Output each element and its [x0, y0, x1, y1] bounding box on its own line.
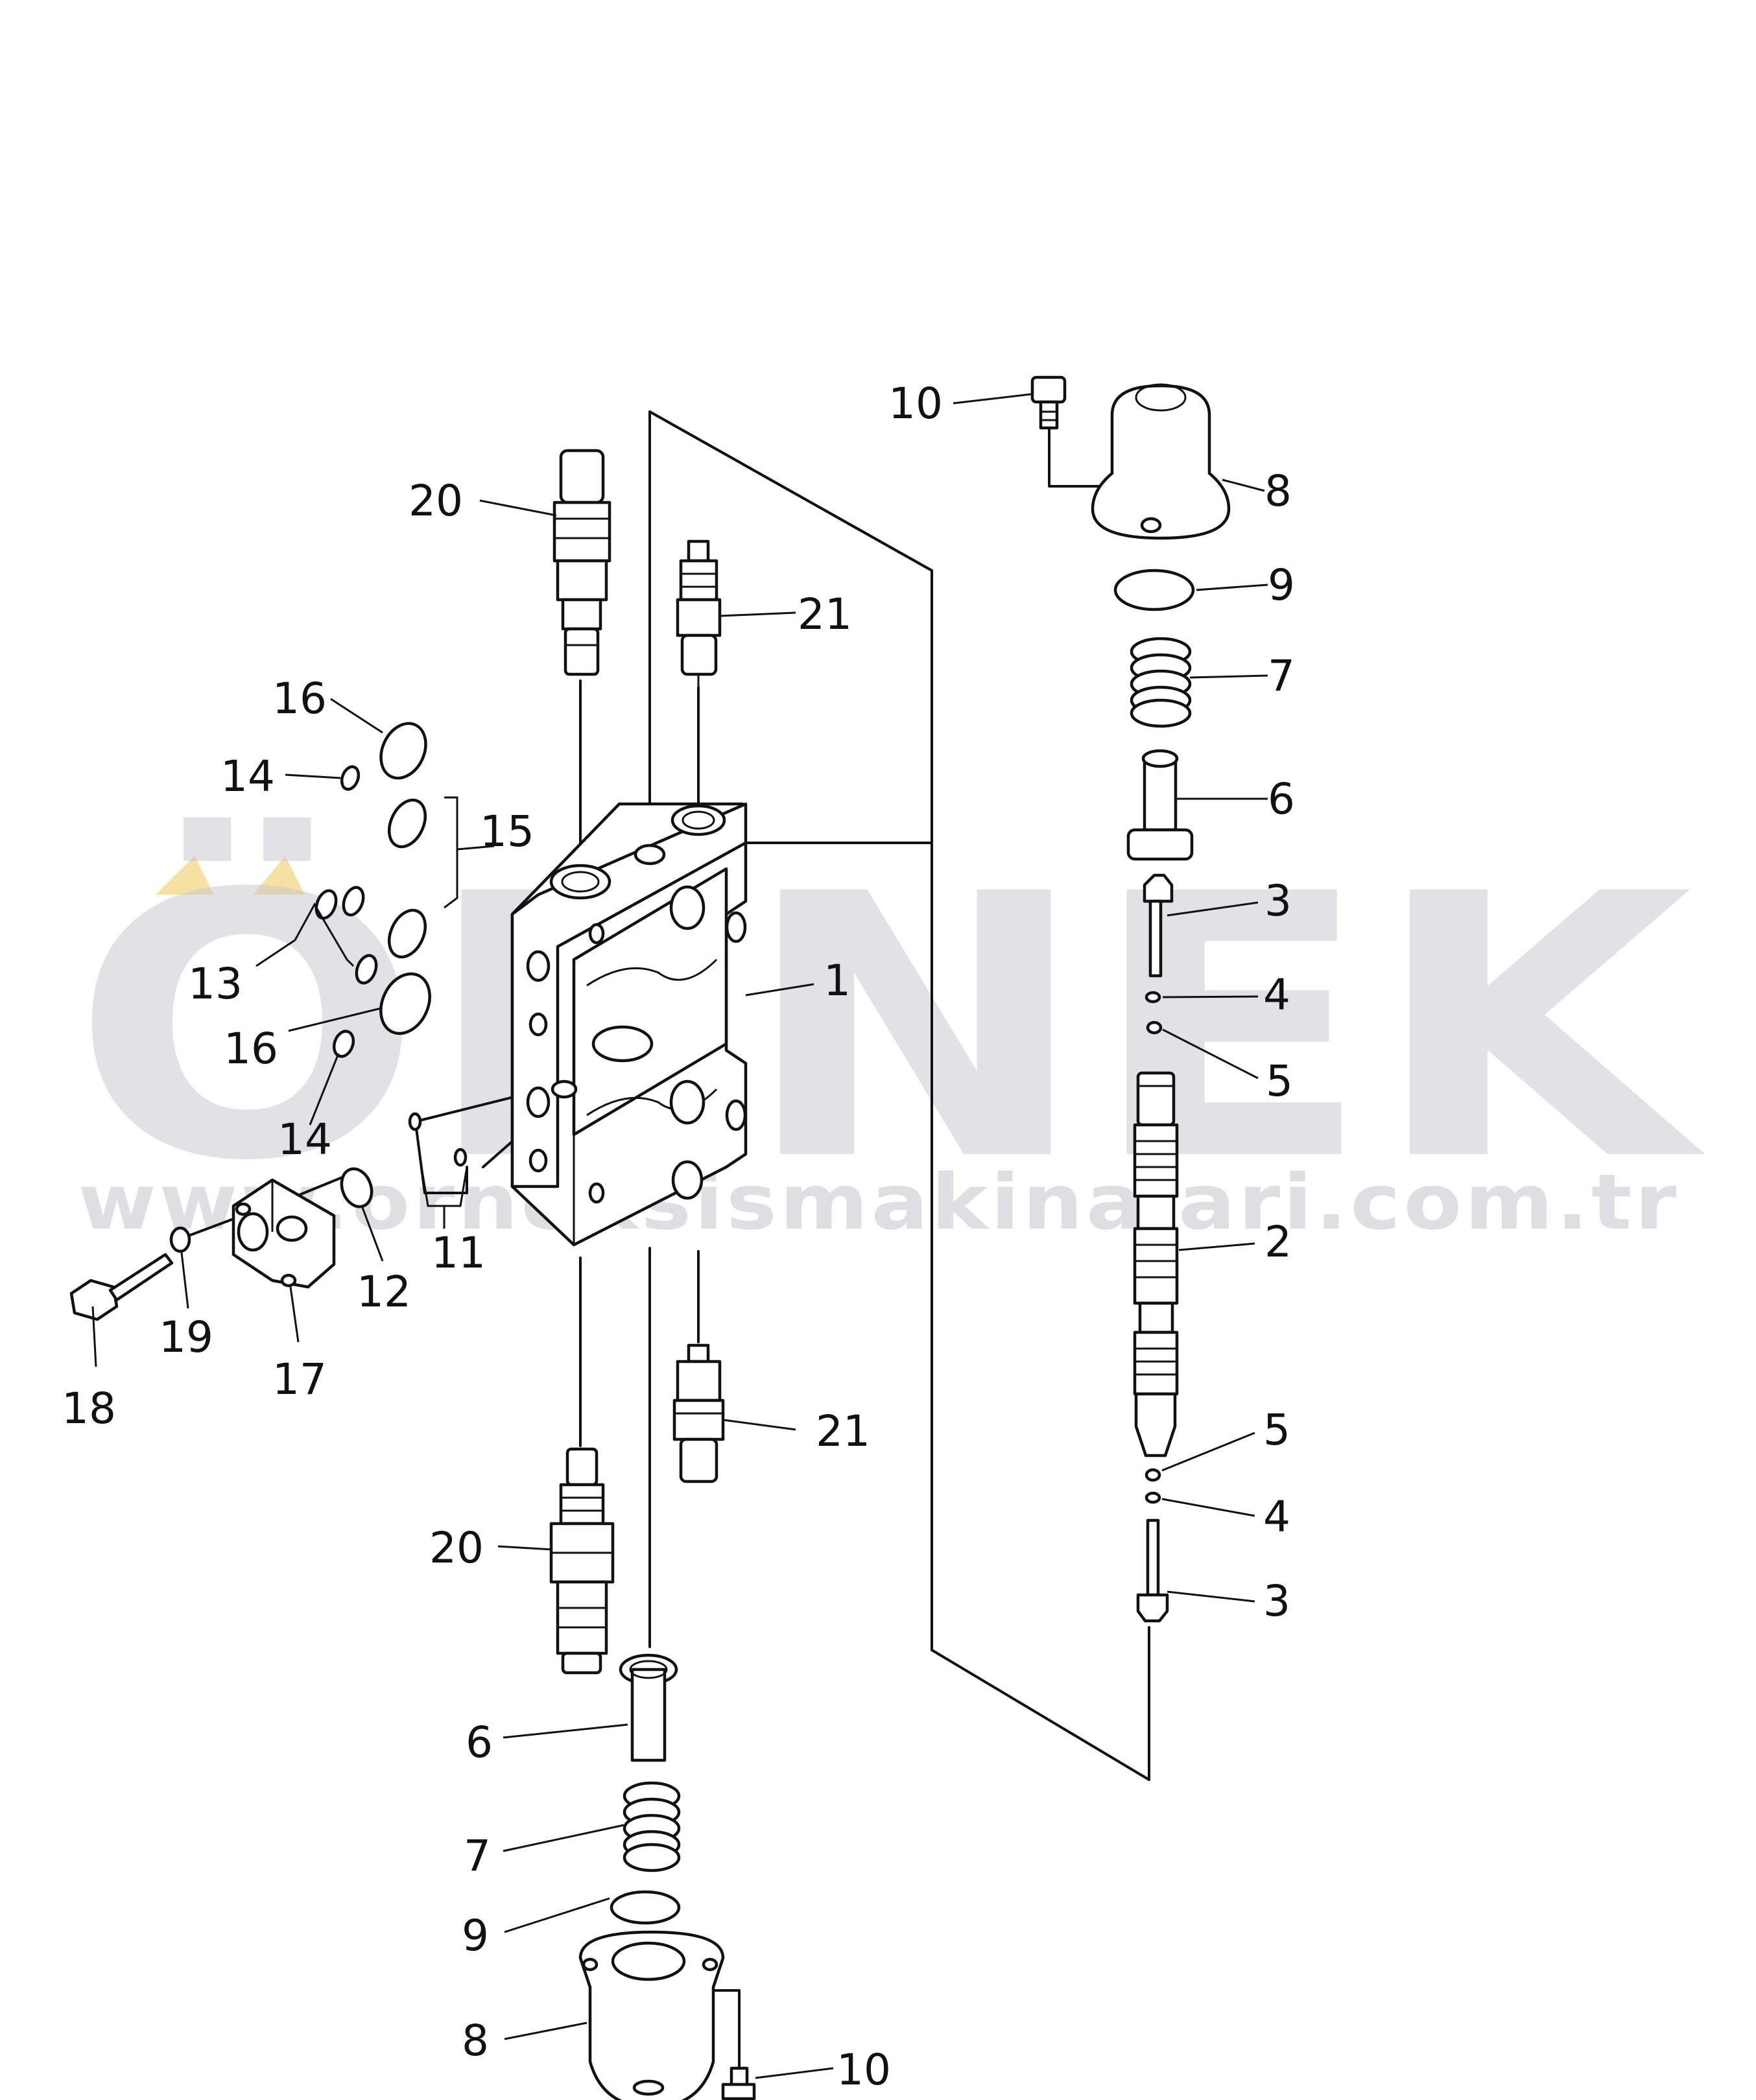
bottom-stack	[578, 1653, 756, 2100]
watermark-accent-right	[253, 856, 305, 895]
label-3-top: 3	[1264, 876, 1292, 926]
label-21-top: 21	[798, 589, 852, 639]
label-9-bottom: 9	[462, 1911, 489, 1961]
watermark: ÖRNEK www.orneksismakinalari.com.tr	[71, 814, 1708, 1247]
label-2: 2	[1264, 1217, 1292, 1267]
label-7-bottom: 7	[464, 1831, 491, 1881]
top-right-stack	[1030, 375, 1231, 861]
spool-column	[1133, 873, 1179, 1623]
label-6-top: 6	[1268, 774, 1295, 824]
label-12: 12	[357, 1267, 411, 1317]
valve-21-bottom	[672, 1343, 725, 1483]
label-20-bottom: 20	[429, 1523, 484, 1573]
label-10-top: 10	[888, 379, 943, 429]
label-21-bottom: 21	[816, 1406, 870, 1456]
valve-21-top	[676, 539, 722, 686]
label-8-bottom: 8	[462, 2016, 489, 2066]
label-20-top: 20	[409, 476, 463, 526]
label-16-bottom: 16	[224, 1024, 278, 1074]
relief-valve-20-top	[552, 449, 611, 676]
label-19: 19	[159, 1312, 213, 1362]
label-6-bottom: 6	[466, 1717, 493, 1767]
label-18: 18	[62, 1384, 116, 1433]
label-9-top: 9	[1268, 560, 1295, 610]
label-11: 11	[431, 1228, 486, 1278]
valve-body	[510, 802, 748, 1247]
label-16-top: 16	[272, 674, 327, 724]
label-5-top: 5	[1266, 1056, 1293, 1106]
label-15: 15	[480, 807, 534, 856]
label-3-bottom: 3	[1263, 1576, 1290, 1626]
label-14-top: 14	[220, 751, 275, 801]
label-4-top: 4	[1263, 970, 1290, 1020]
label-17: 17	[272, 1354, 327, 1404]
part-labels: 1 2 3 4 5 5 4 3 6 7 9 8 10 20 21 21 20 1…	[62, 379, 1295, 2095]
relief-valve-20-bottom	[549, 1447, 615, 1675]
label-8-top: 8	[1264, 466, 1292, 516]
watermark-brand: ÖRNEK	[71, 814, 1708, 1240]
label-1: 1	[824, 956, 851, 1006]
side-cover-assembly	[69, 1178, 336, 1321]
leader-lines	[91, 393, 1268, 2079]
watermark-accent-left	[156, 856, 214, 895]
label-14-bottom: 14	[278, 1115, 332, 1164]
label-5-bottom: 5	[1263, 1405, 1290, 1455]
label-10-bottom: 10	[836, 2045, 891, 2095]
label-13: 13	[188, 959, 243, 1009]
label-4-bottom: 4	[1263, 1492, 1290, 1542]
left-seals	[314, 722, 468, 1209]
label-7-top: 7	[1268, 651, 1295, 701]
